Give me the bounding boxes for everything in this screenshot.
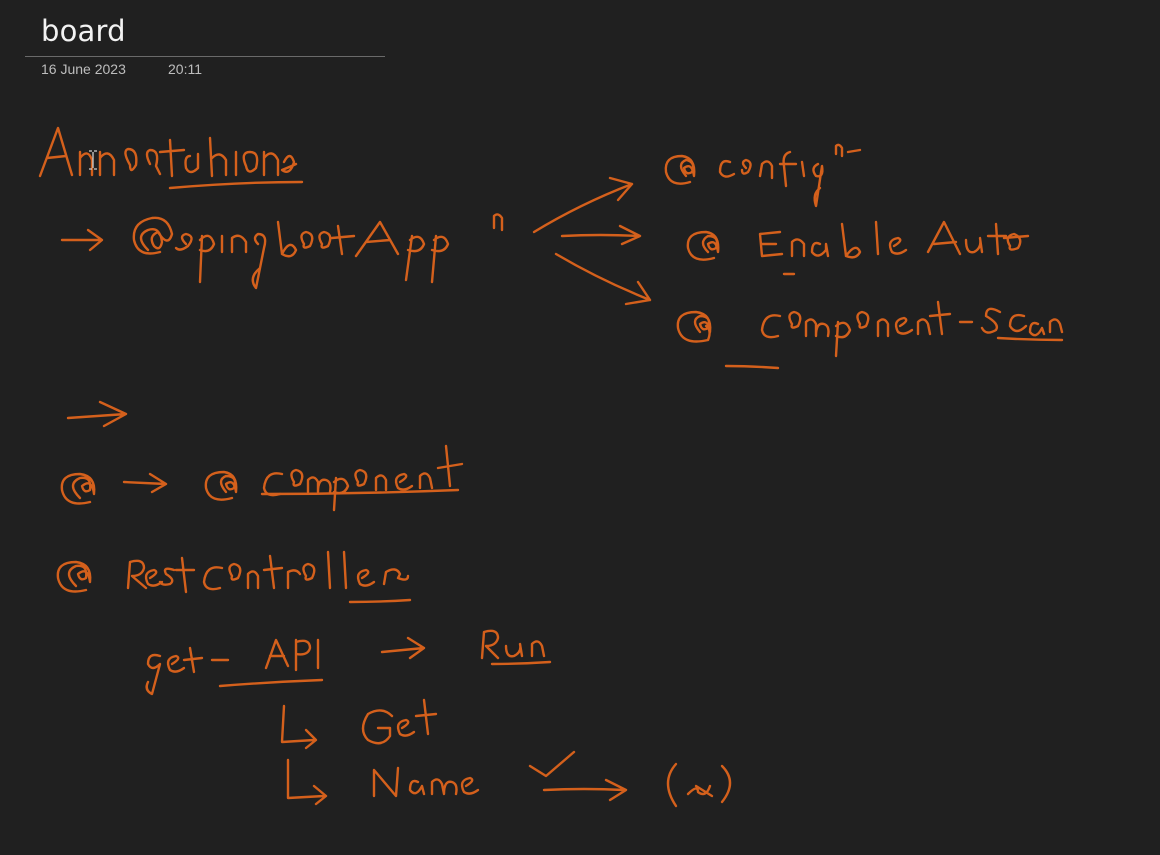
page-time: 20:11 [168, 61, 202, 77]
ink-config [664, 143, 862, 208]
ink-springbootapp [132, 213, 504, 290]
title-divider [25, 56, 385, 57]
ink-arrow-2 [66, 400, 128, 428]
page-title[interactable]: board [41, 14, 126, 48]
ink-restcontroller [56, 550, 412, 604]
ink-enable-auto [686, 220, 1030, 276]
ink-get-api-run [145, 629, 552, 696]
page-date: 16 June 2023 [41, 61, 126, 77]
ink-branch-arrows [532, 176, 652, 306]
ink-name [286, 750, 732, 808]
ink-arrow-1 [60, 228, 104, 252]
ink-annotations [38, 126, 304, 190]
text-cursor-icon [89, 150, 97, 170]
ink-get [280, 698, 438, 750]
ink-component [60, 444, 464, 512]
ink-component-scan [676, 300, 1064, 370]
